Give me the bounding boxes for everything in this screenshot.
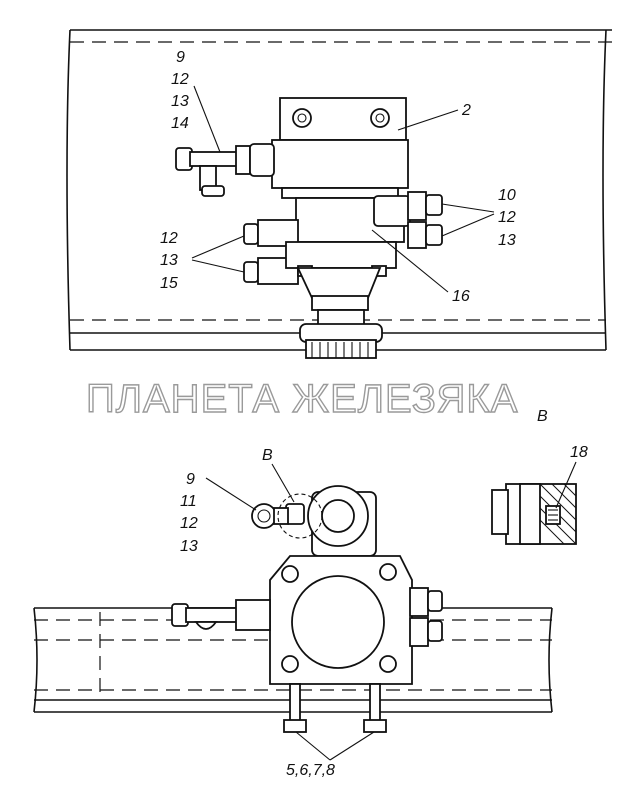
callout-number: 18 [570,444,588,461]
callout-number: 13 [171,93,189,110]
top-valve-assembly [175,97,443,359]
callout-number: 12 [160,230,178,247]
view-mark-label: В [537,408,548,425]
bolt-head-icon [370,108,390,128]
callout-number: 16 [452,288,470,305]
callout-number: 11 [180,493,197,510]
callout-16: 16 [371,229,470,305]
bolt-head-icon [292,108,312,128]
callout-bottom: 5,6,7,8 [286,731,375,779]
callout-view-b: В [262,447,295,503]
callout-right: 10 12 13 [441,187,516,249]
callout-number: 12 [180,515,198,532]
knurled-cap-icon [311,342,369,358]
watermark-text: ПЛАНЕТА ЖЕЛЕЗЯКА [86,377,518,421]
callout-letter: В [262,447,273,464]
callout-number: 10 [498,187,516,204]
detail-view-b [491,483,577,545]
bolt-head-icon [281,563,397,673]
callout-left-top: 9 12 13 14 [171,49,221,153]
callout-number: 12 [498,209,516,226]
callout-number: 9 [176,49,185,66]
callout-number: 13 [180,538,198,555]
callout-18: 18 [555,444,588,509]
callout-number: 13 [498,232,516,249]
callout-number: 13 [160,252,178,269]
callout-left-mid: 12 13 15 [160,230,245,292]
bottom-valve-assembly [171,485,443,733]
callout-number: 2 [461,102,471,119]
callout-number: 5,6,7,8 [286,762,335,779]
callout-left-bottom: 9 11 12 13 [180,471,257,555]
callout-number: 12 [171,71,189,88]
callout-number: 9 [186,471,195,488]
callout-number: 14 [171,115,189,132]
callout-number: 15 [160,275,178,292]
callout-2: 2 [397,102,471,131]
